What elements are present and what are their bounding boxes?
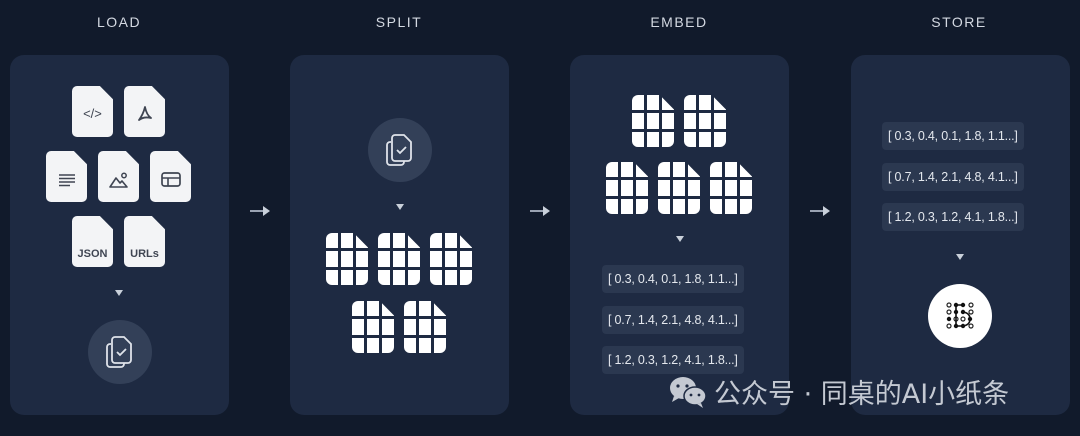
chunk-icon <box>684 95 726 147</box>
stored-vector: [ 1.2, 0.3, 1.2, 4.1, 1.8...] <box>882 203 1024 231</box>
table-file-icon <box>150 151 191 202</box>
down-arrow-icon <box>956 254 964 260</box>
wechat-icon <box>670 376 707 408</box>
down-arrow-icon <box>115 290 123 296</box>
down-arrow-icon <box>396 204 404 210</box>
chunk-icon <box>710 162 752 214</box>
chunk-icon <box>632 95 674 147</box>
stored-vector: [ 0.3, 0.4, 0.1, 1.8, 1.1...] <box>882 122 1024 150</box>
stored-vector: [ 0.7, 1.4, 2.1, 4.8, 4.1...] <box>882 163 1024 191</box>
down-arrow-icon <box>676 236 684 242</box>
embedding-vector: [ 0.7, 1.4, 2.1, 4.8, 4.1...] <box>602 306 744 334</box>
text-file-icon <box>46 151 87 202</box>
arrow-right-icon <box>810 206 832 216</box>
stage-title-split: SPLIT <box>375 14 423 30</box>
watermark-text: 公众号 · 同桌的AI小纸条 <box>714 379 1010 410</box>
vector-store-icon <box>928 284 992 348</box>
documents-check-icon <box>88 320 152 384</box>
pdf-file-icon <box>124 86 165 137</box>
chunk-icon <box>658 162 700 214</box>
code-file-icon: </> <box>72 86 113 137</box>
documents-check-icon <box>368 118 432 182</box>
embedding-vector: [ 0.3, 0.4, 0.1, 1.8, 1.1...] <box>602 265 744 293</box>
watermark: 公众号 · 同桌的AI小纸条 <box>668 372 1009 411</box>
urls-file-icon: URLs <box>124 216 165 267</box>
store-panel <box>851 55 1070 415</box>
json-file-icon: JSON <box>72 216 113 267</box>
image-file-icon <box>98 151 139 202</box>
chunk-icon <box>430 233 472 285</box>
arrow-right-icon <box>250 206 272 216</box>
stage-title-store: STORE <box>931 14 987 30</box>
embedding-vector: [ 1.2, 0.3, 1.2, 4.1, 1.8...] <box>602 346 744 374</box>
stage-title-load: LOAD <box>96 14 142 30</box>
arrow-right-icon <box>530 206 552 216</box>
stage-title-embed: EMBED <box>650 14 708 30</box>
